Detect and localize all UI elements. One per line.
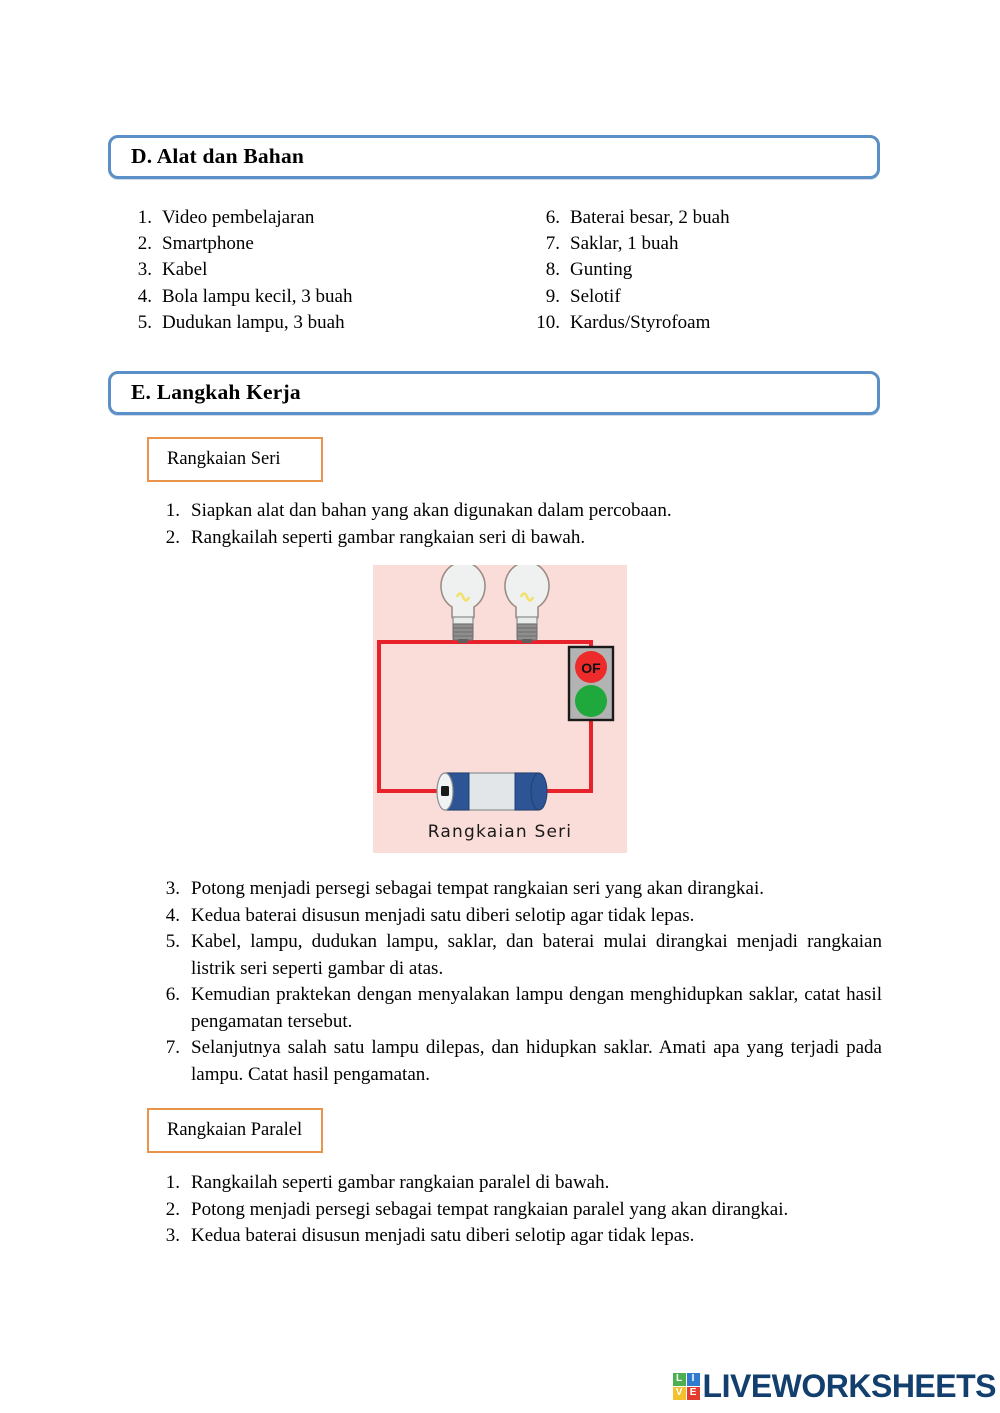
materials-list: 1. Video pembelajaran 2. Smartphone 3. K…	[108, 205, 898, 336]
list-item: 6. Baterai besar, 2 buah	[518, 205, 898, 231]
list-item: 7. Saklar, 1 buah	[518, 231, 898, 257]
list-item-number: 4.	[137, 285, 152, 307]
list-item-label: Rangkailah seperti gambar rangkaian para…	[191, 1172, 610, 1193]
materials-column-right: 6. Baterai besar, 2 buah 7. Saklar, 1 bu…	[518, 205, 898, 336]
list-item: 5. Dudukan lampu, 3 buah	[108, 310, 518, 336]
list-item-label: Kabel	[162, 259, 208, 281]
list-item: 3. Kabel	[108, 257, 518, 283]
list-item-label: Potong menjadi persegi sebagai tempat ra…	[191, 878, 764, 899]
list-item: 4. Bola lampu kecil, 3 buah	[108, 284, 518, 310]
list-item-number: 7.	[165, 1037, 180, 1058]
switch-state-label: OF	[581, 660, 601, 676]
list-item: 7. Selanjutnya salah satu lampu dilepas,…	[140, 1035, 882, 1088]
list-item-label: Saklar, 1 buah	[570, 233, 679, 255]
light-bulb-icon	[504, 565, 550, 643]
list-item-label: Rangkailah seperti gambar rangkaian seri…	[191, 526, 586, 548]
list-item-label: Baterai besar, 2 buah	[570, 207, 730, 228]
list-item-number: 3.	[137, 259, 152, 281]
list-item: 1. Video pembelajaran	[108, 205, 518, 231]
steps-rangkaian-seri-after-figure: 3. Potong menjadi persegi sebagai tempat…	[140, 876, 882, 1088]
list-item: 5. Kabel, lampu, dudukan lampu, saklar, …	[140, 929, 882, 982]
list-item: 2. Potong menjadi persegi sebagai tempat…	[140, 1197, 882, 1224]
series-circuit-figure: OF Rangkaian Seri	[373, 565, 627, 853]
battery-icon	[436, 772, 548, 811]
list-item-label: Bola lampu kecil, 3 buah	[162, 285, 353, 307]
list-item-number: 3.	[165, 878, 180, 899]
list-item: 10. Kardus/Styrofoam	[518, 310, 898, 336]
switch-icon: OF	[567, 645, 615, 722]
list-item-label: Selanjutnya salah satu lampu dilepas, da…	[191, 1037, 882, 1085]
list-item: 2. Smartphone	[108, 231, 518, 257]
liveworksheets-wordmark: LIVEWORKSHEETS	[702, 1368, 997, 1404]
list-item-number: 10.	[536, 311, 560, 333]
list-item-number: 6.	[545, 207, 560, 228]
logo-tile-e: E	[686, 1386, 700, 1400]
list-item-number: 9.	[545, 285, 560, 307]
steps-rangkaian-paralel: 1. Rangkailah seperti gambar rangkaian p…	[140, 1170, 882, 1250]
list-item: 9. Selotif	[518, 284, 898, 310]
tag-rangkaian-seri-label: Rangkaian Seri	[167, 449, 281, 469]
list-item-label: Selotif	[570, 285, 621, 307]
list-item-number: 1.	[165, 500, 180, 521]
section-header-langkah-kerja: E. Langkah Kerja	[108, 371, 880, 415]
list-item-label: Kedua baterai disusun menjadi satu diber…	[191, 904, 695, 926]
list-item-number: 5.	[137, 311, 152, 333]
liveworksheets-logo[interactable]: L I V E LIVEWORKSHEETS	[672, 1368, 997, 1404]
list-item-number: 3.	[165, 1225, 180, 1246]
list-item-label: Gunting	[570, 259, 633, 281]
list-item: 2. Rangkailah seperti gambar rangkaian s…	[140, 525, 882, 552]
list-item-number: 1.	[137, 207, 152, 228]
list-item-number: 2.	[165, 1198, 180, 1220]
list-item-number: 2.	[137, 233, 152, 255]
list-item-label: Kabel, lampu, dudukan lampu, saklar, dan…	[191, 931, 882, 979]
list-item-label: Kardus/Styrofoam	[570, 311, 711, 333]
list-item-number: 6.	[165, 984, 180, 1005]
list-item: 3. Kedua baterai disusun menjadi satu di…	[140, 1223, 882, 1250]
list-item-label: Smartphone	[162, 233, 254, 255]
materials-column-left: 1. Video pembelajaran 2. Smartphone 3. K…	[108, 205, 518, 336]
list-item: 6. Kemudian praktekan dengan menyalakan …	[140, 982, 882, 1035]
light-bulb-icon	[440, 565, 486, 643]
steps-rangkaian-seri-before-figure: 1. Siapkan alat dan bahan yang akan digu…	[140, 498, 882, 551]
list-item-label: Potong menjadi persegi sebagai tempat ra…	[191, 1198, 789, 1220]
section-title-langkah-kerja: E. Langkah Kerja	[131, 380, 301, 405]
list-item: 1. Siapkan alat dan bahan yang akan digu…	[140, 498, 882, 525]
list-item-number: 4.	[165, 904, 180, 926]
tag-rangkaian-paralel: Rangkaian Paralel	[147, 1108, 323, 1153]
circuit-wires	[377, 640, 593, 793]
list-item-number: 5.	[165, 931, 180, 952]
list-item-number: 8.	[545, 259, 560, 281]
list-item: 4. Kedua baterai disusun menjadi satu di…	[140, 903, 882, 930]
list-item-label: Kemudian praktekan dengan menyalakan lam…	[191, 984, 882, 1032]
list-item-label: Siapkan alat dan bahan yang akan digunak…	[191, 500, 672, 521]
list-item-label: Kedua baterai disusun menjadi satu diber…	[191, 1225, 695, 1246]
list-item: 3. Potong menjadi persegi sebagai tempat…	[140, 876, 882, 903]
list-item: 1. Rangkailah seperti gambar rangkaian p…	[140, 1170, 882, 1197]
list-item-number: 2.	[165, 526, 180, 548]
logo-tile-i: I	[686, 1372, 700, 1386]
tag-rangkaian-seri: Rangkaian Seri	[147, 437, 323, 482]
section-title-alat-dan-bahan: D. Alat dan Bahan	[131, 144, 305, 169]
logo-tile-l: L	[672, 1372, 686, 1386]
list-item-label: Video pembelajaran	[162, 207, 315, 228]
tag-rangkaian-paralel-label: Rangkaian Paralel	[167, 1120, 303, 1140]
section-header-alat-dan-bahan: D. Alat dan Bahan	[108, 135, 880, 179]
list-item: 8. Gunting	[518, 257, 898, 283]
series-circuit-diagram: OF Rangkaian Seri	[373, 565, 627, 853]
list-item-label: Dudukan lampu, 3 buah	[162, 311, 345, 333]
list-item-number: 1.	[165, 1172, 180, 1193]
liveworksheets-tiles-icon: L I V E	[672, 1372, 700, 1400]
logo-tile-v: V	[672, 1386, 686, 1400]
figure-caption: Rangkaian Seri	[428, 822, 572, 842]
list-item-number: 7.	[545, 233, 560, 255]
